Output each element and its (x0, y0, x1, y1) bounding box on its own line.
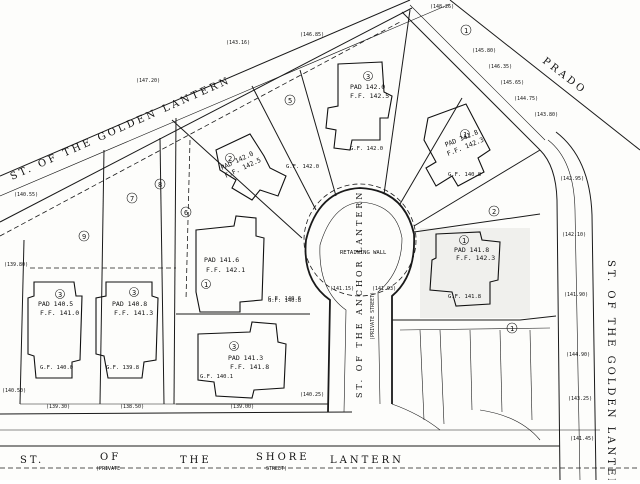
spot-elevation: (140.25) (300, 392, 324, 398)
lot-number: 5 (288, 97, 292, 105)
spot-elevation: (141.93) (372, 286, 396, 292)
pad-elevation: PAD 141.6 (204, 256, 239, 264)
garage-floor: G.F. 140.6 (268, 296, 301, 302)
garage-floor: G.F. 141.8 (448, 294, 481, 300)
lot-circle-label: 3 (232, 343, 236, 351)
building-lot-center-left (95, 281, 159, 379)
center-ge-label: G.F. 140.8 (268, 298, 301, 304)
shore-the-label: THE (180, 455, 212, 466)
spot-elevation: (142.95) (560, 176, 584, 182)
finish-floor: F.F. 141.8 (230, 363, 269, 371)
finish-floor: F.F. 141.3 (114, 309, 153, 317)
lot-circle-label: 3 (366, 73, 370, 81)
lot-boundaries (19, 9, 541, 405)
pad-elevation: PAD 141.3 (228, 354, 263, 362)
shore-street-label: STREET) (266, 466, 287, 472)
retaining-wall-label: RETAINING WALL (340, 250, 387, 256)
lot-circle-label: 1 (463, 131, 467, 139)
prado-street-lines (401, 0, 640, 151)
se-lot-lines (391, 228, 557, 441)
spot-elevation: (142.10) (562, 232, 586, 238)
spot-elevation: (140.55) (14, 192, 38, 198)
pad-elevation: PAD 142.0 (350, 83, 385, 91)
spot-elevation: (145.80) (472, 48, 496, 54)
lot-circle-label: 1 (204, 281, 208, 289)
garage-floor: G.F. 139.8 (106, 365, 139, 371)
street-name-golden-lantern-nw: ST. OF THE GOLDEN LANTERN (9, 75, 233, 183)
shaded-pad-area (420, 228, 530, 318)
street-name-golden-lantern-e: ST. OF THE GOLDEN LANTERN (605, 260, 616, 480)
pad-elevation: PAD 141.8 (454, 246, 489, 254)
spot-elevation: (143.25) (568, 396, 592, 402)
finish-floor: F.F. 142.3 (456, 254, 495, 262)
spot-elevation: (146.85) (300, 32, 324, 38)
lot-circle-label: 3 (132, 289, 136, 297)
lot-number: 6 (184, 209, 188, 217)
lot-number: 1 (464, 27, 468, 35)
garage-floor: G.F. 142.0 (350, 146, 383, 152)
lot-circle-label: 3 (58, 291, 62, 299)
spot-elevation: (141.90) (564, 292, 588, 298)
shore-street-lines (0, 411, 640, 469)
shore-of-label: OF (100, 452, 121, 463)
shore-name-label: SHORE (256, 452, 310, 463)
pad-elevation: PAD 140.8 (112, 300, 147, 308)
lot-number: 2 (492, 208, 496, 216)
building-lot-top (325, 61, 393, 151)
golden-lantern-nw-street-lines (0, 0, 451, 237)
spot-elevation: (141.45) (570, 436, 594, 442)
anchor-lantern-street-lines (303, 183, 417, 413)
garage-floor: G.F. 142.0 (286, 164, 319, 170)
building-lot-left (27, 281, 83, 379)
lot-circle-label: 1 (462, 237, 466, 245)
spot-elevation: (144.75) (514, 96, 538, 102)
lot-number: 7 (130, 195, 134, 203)
spot-elevation: (141.15) (330, 286, 354, 292)
finish-floor: F.F. 141.0 (40, 309, 79, 317)
building-lot-w (195, 215, 265, 313)
spot-elevation: (139.00) (230, 404, 254, 410)
lot-labels: 1 PAD 141.8 F.F. 142.3 G.F. 140.8 2 PAD … (38, 71, 495, 380)
spot-elevation: (147.20) (136, 78, 160, 84)
garage-floor: G.F. 140.0 (40, 365, 73, 371)
lot-number: 1 (510, 325, 514, 333)
lot-circle-label: 2 (228, 155, 232, 163)
spot-elevation: (143.80) (534, 112, 558, 118)
shore-lantern-label: LANTERN (330, 455, 404, 466)
spot-elevation: (140.50) (2, 388, 26, 394)
spot-elevation: (139.80) (4, 262, 28, 268)
pad-elevation: PAD 140.5 (38, 300, 73, 308)
lot-number: 9 (82, 233, 86, 241)
garage-floor: G.F. 140.1 (200, 374, 233, 380)
golden-lantern-e-street-lines (539, 131, 597, 481)
spot-elevation: (144.90) (566, 352, 590, 358)
shore-st-label: ST. (20, 455, 44, 466)
building-lot-east (429, 231, 501, 307)
spot-elevation: (145.65) (500, 80, 524, 86)
spot-elevations: (148.26) (145.80) (146.35) (145.65) (144… (2, 4, 594, 442)
lot-number-markers: 1 5 6 7 8 9 2 1 (78, 24, 518, 334)
spot-elevation: (139.30) (46, 404, 70, 410)
shore-private-label: (PRIVATE (96, 466, 120, 472)
finish-floor: F.F. 142.1 (206, 266, 245, 274)
garage-floor: G.F. 140.8 (448, 172, 481, 178)
spot-elevation: (148.26) (430, 4, 454, 10)
spot-elevation: (138.50) (120, 404, 144, 410)
spot-elevation: (143.16) (226, 40, 250, 46)
spot-elevation: (146.35) (488, 64, 512, 70)
grade-tick-marks (419, 329, 533, 425)
street-name-anchor-lantern: ST. OF THE ANCHOR LANTERN (355, 190, 364, 398)
building-lot-ne (423, 103, 491, 187)
building-lot-sw (197, 321, 287, 399)
anchor-private-label: (PRIVATE STREET) (370, 292, 376, 340)
finish-floor: F.F. 142.5 (350, 92, 389, 100)
lot-number: 8 (158, 181, 162, 189)
building-lot-nw (215, 133, 287, 201)
